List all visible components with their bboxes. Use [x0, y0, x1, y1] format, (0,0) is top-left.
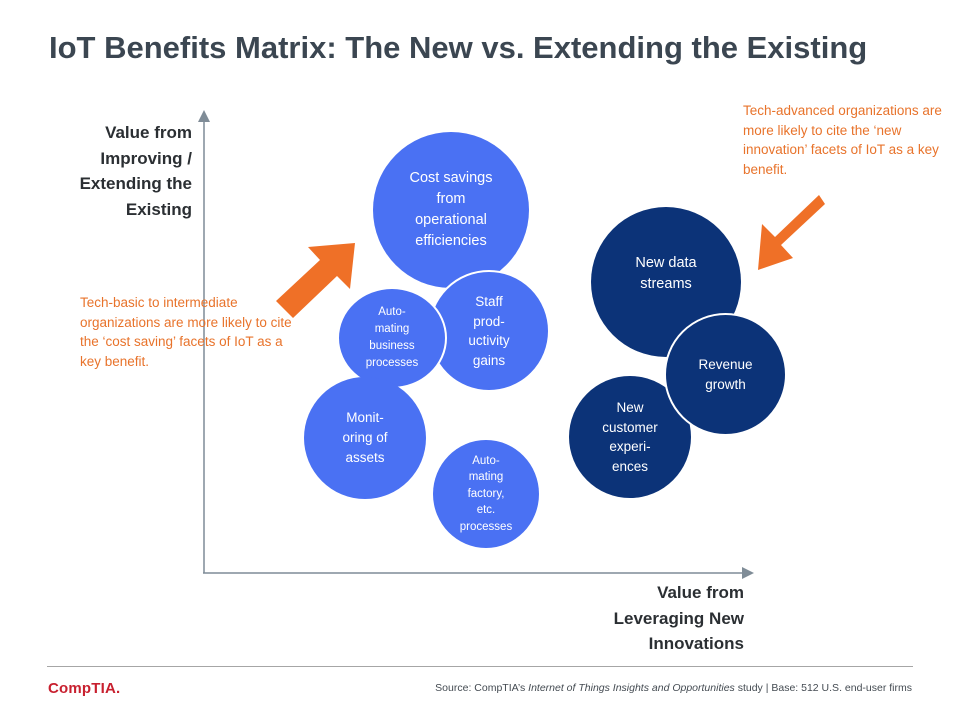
comptia-logo: CompTIA. — [48, 680, 121, 697]
right-arrow-icon — [758, 195, 825, 270]
bubble-monitoring-assets-label: Monit- oring of assets — [342, 410, 388, 465]
page-title: IoT Benefits Matrix: The New vs. Extendi… — [49, 30, 868, 65]
bubble-staff-productivity: Staff prod- uctivity gains — [428, 270, 550, 392]
bubble-new-customer-experiences-label: New customer experi- ences — [602, 400, 658, 474]
y-axis-arrowhead — [198, 110, 210, 122]
x-axis-label: Value from Leveraging New Innovations — [613, 583, 744, 653]
bubble-monitoring-assets: Monit- oring of assets — [304, 377, 426, 499]
left-arrow-icon — [276, 243, 355, 318]
x-axis-arrowhead — [742, 567, 754, 579]
bubble-new-data-streams-label: New data streams — [635, 255, 697, 292]
bubble-staff-productivity-label: Staff prod- uctivity gains — [468, 294, 510, 368]
bubble-revenue-growth-label: Revenue growth — [698, 357, 753, 392]
bubble-automating-factory: Auto- mating factory, etc. processes — [433, 440, 539, 548]
note-left: Tech-basic to intermediate organizations… — [80, 295, 292, 369]
bubble-cost-savings-label: Cost savings from operational efficienci… — [409, 170, 493, 249]
y-axis-label: Value from Improving / Extending the Exi… — [79, 123, 192, 219]
bubble-automating-factory-label: Auto- mating factory, etc. processes — [459, 454, 513, 533]
source-prefix: Source: CompTIA’s — [435, 682, 529, 694]
bubble-automating-business: Auto- mating business processes — [337, 287, 447, 389]
source-suffix: study | Base: 512 U.S. end-user firms — [734, 682, 912, 694]
footer-divider — [47, 666, 913, 667]
note-right: Tech-advanced organizations are more lik… — [743, 103, 942, 177]
bubble-revenue-growth: Revenue growth — [664, 313, 787, 436]
bubble-cost-savings: Cost savings from operational efficienci… — [373, 132, 529, 288]
source-study-title: Internet of Things Insights and Opportun… — [528, 682, 735, 694]
source-note: Source: CompTIA’s Internet of Things Ins… — [435, 682, 912, 694]
bubble-automating-business-label: Auto- mating business processes — [365, 306, 419, 369]
